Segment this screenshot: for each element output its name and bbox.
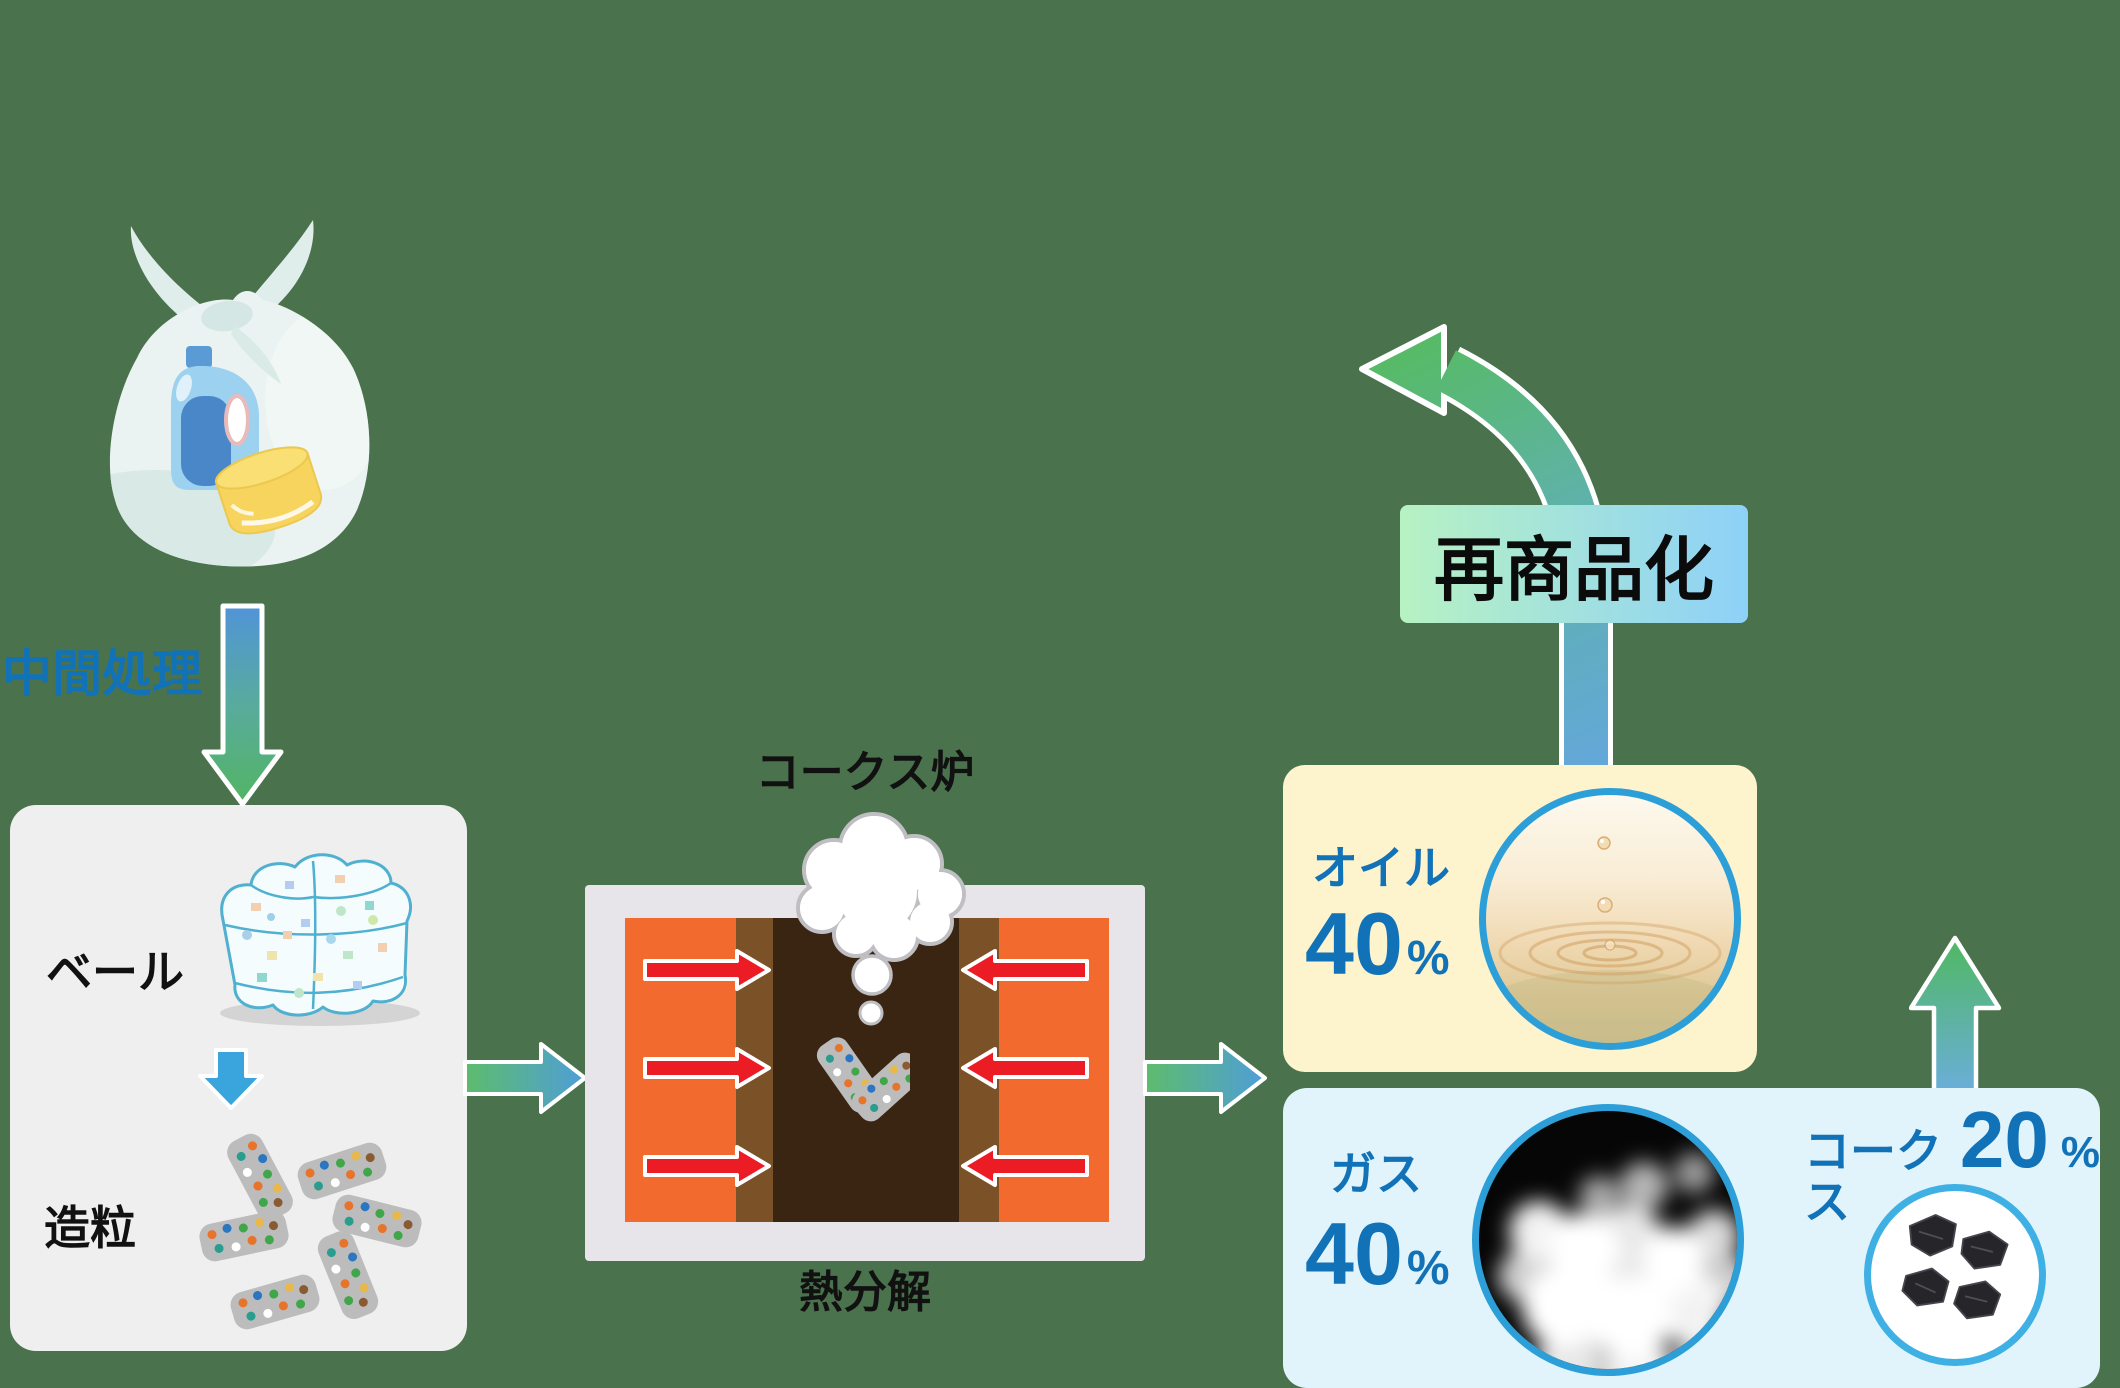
oil-percentage-unit: %	[1406, 932, 1450, 985]
coke-percentage-value: 20	[1959, 1095, 2049, 1184]
heat-arrow-icon	[643, 1145, 771, 1187]
right-arrow-icon	[463, 1042, 587, 1114]
bale-label: ベール	[46, 946, 184, 998]
heat-arrow-icon	[643, 949, 771, 991]
coke-label: コークス	[1804, 1125, 1942, 1228]
gas-label: ガス	[1330, 1148, 1422, 1200]
heat-arrow-icon	[961, 949, 1089, 991]
pyrolysis-label: 熱分解	[799, 1268, 931, 1317]
gas-coke-output-panel: ガス 40 % コークス	[1283, 1088, 2100, 1388]
up-arrow-icon	[1909, 935, 2002, 1094]
oil-percentage: 40 %	[1305, 900, 1450, 988]
oil-output-panel: オイル 40 %	[1283, 765, 1757, 1072]
furnace-pellets-icon	[812, 1032, 910, 1127]
coke-percentage-unit: %	[2060, 1128, 2100, 1177]
coke-caption: コークス 20 %	[1804, 1096, 2100, 1227]
bale-to-pellets-arrow-icon	[198, 1048, 264, 1110]
heat-arrow-icon	[961, 1145, 1089, 1187]
steam-cloud-icon	[796, 812, 966, 1026]
granulation-label: 造粒	[44, 1202, 136, 1254]
gas-percentage: 40 %	[1305, 1210, 1450, 1298]
gas-percentage-unit: %	[1406, 1242, 1450, 1295]
heat-arrow-icon	[961, 1047, 1089, 1089]
right-arrow-icon	[1143, 1042, 1267, 1114]
oil-percentage-value: 40	[1305, 894, 1403, 993]
trash-bag-icon	[109, 220, 370, 567]
bale-flecks	[242, 875, 387, 998]
remanufacturing-box: 再商品化	[1400, 505, 1748, 623]
gas-photo	[1472, 1104, 1744, 1376]
coke-oven-title: コークス炉	[755, 748, 975, 797]
remanufacturing-label: 再商品化	[1434, 530, 1714, 609]
pellets-icon	[197, 1129, 425, 1333]
intermediate-processing-label: 中間処理	[2, 646, 202, 702]
down-arrow-icon	[201, 603, 284, 807]
oil-photo	[1479, 788, 1741, 1050]
gas-percentage-value: 40	[1305, 1204, 1403, 1303]
coke-photo	[1864, 1184, 2046, 1366]
bale-icon	[220, 853, 420, 1026]
oil-label: オイル	[1312, 842, 1450, 894]
